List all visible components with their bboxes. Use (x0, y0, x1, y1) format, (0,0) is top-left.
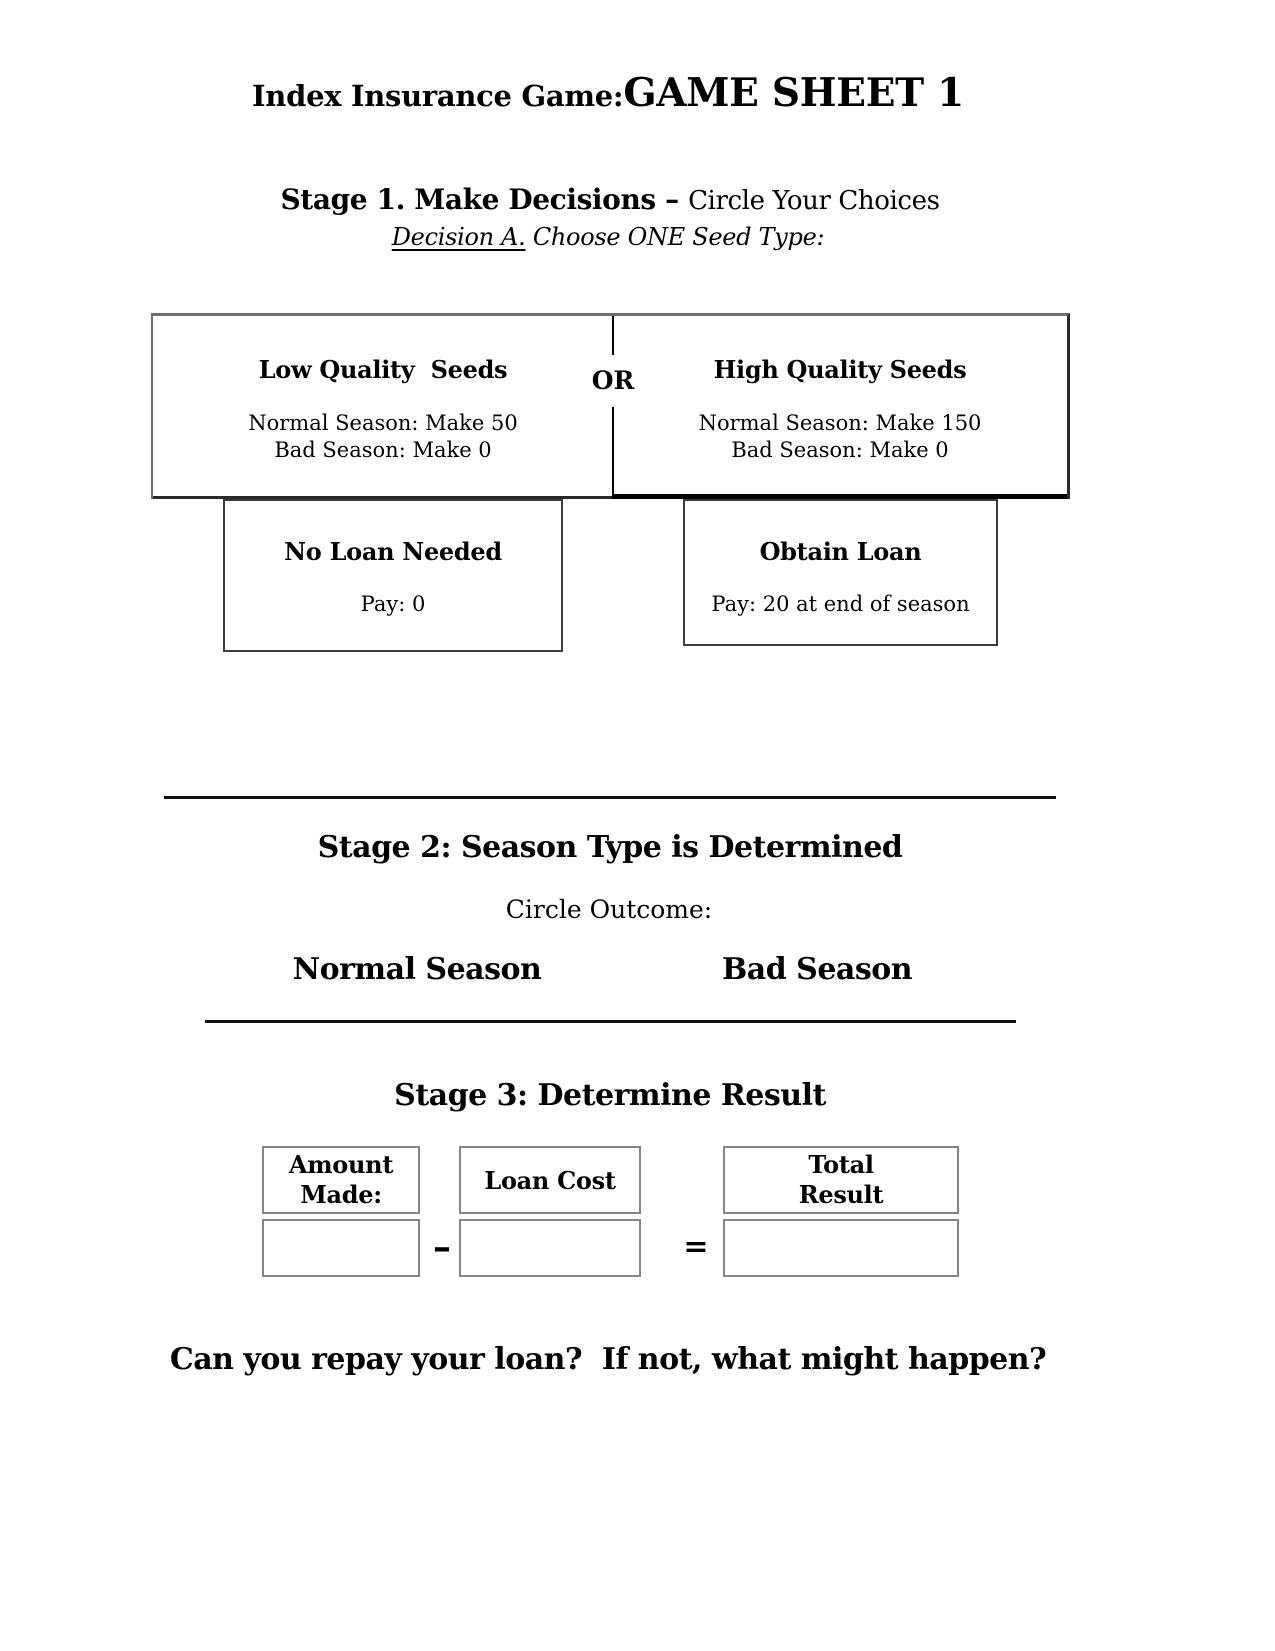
amount-made-label-line2: Made: (300, 1180, 382, 1209)
minus-sign: – (433, 1226, 451, 1268)
amount-made-label-line1: Amount (288, 1150, 394, 1179)
total-result-input-box[interactable] (723, 1219, 959, 1277)
obtain-loan-option[interactable]: Obtain Loan Pay: 20 at end of season (683, 499, 998, 646)
or-label: OR (591, 366, 635, 395)
loan-cost-label: Loan Cost (484, 1165, 616, 1195)
circle-outcome-label: Circle Outcome: (505, 895, 713, 924)
repay-question: Can you repay your loan? If not, what mi… (169, 1342, 1047, 1377)
stage2-heading: Stage 2: Season Type is Determined (317, 830, 903, 865)
decision-a-line: Decision A. Choose ONE Seed Type: (392, 221, 825, 253)
total-result-label-box: Total Result (723, 1146, 959, 1214)
loan-cost-label-box: Loan Cost (459, 1146, 641, 1214)
decision-a-label: Decision A. (391, 223, 526, 251)
page-title: Index Insurance Game: GAME SHEET 1 (252, 70, 964, 116)
section-divider-2 (205, 1020, 1016, 1023)
no-loan-option[interactable]: No Loan Needed Pay: 0 (223, 499, 563, 652)
obtain-loan-title: Obtain Loan (759, 537, 922, 566)
seed-option-high[interactable]: High Quality Seeds Normal Season: Make 1… (613, 316, 1067, 499)
loan-cost-input-box[interactable] (459, 1219, 641, 1277)
season-option-bad[interactable]: Bad Season (721, 952, 913, 987)
page-title-prefix: Index Insurance Game: (252, 79, 624, 113)
obtain-loan-detail: Pay: 20 at end of season (711, 592, 970, 616)
high-seeds-normal-season: Normal Season: Make 150 (698, 411, 982, 435)
stage3-heading: Stage 3: Determine Result (394, 1078, 826, 1113)
low-seeds-title: Low Quality Seeds (258, 355, 508, 384)
seed-option-low[interactable]: Low Quality Seeds Normal Season: Make 50… (153, 316, 613, 499)
no-loan-title: No Loan Needed (284, 537, 502, 566)
stage1-heading: Stage 1. Make Decisions – Circle Your Ch… (280, 182, 939, 222)
seed-divider-line-top (612, 316, 614, 355)
stage1-heading-bold: Stage 1. Make Decisions – (280, 183, 689, 216)
equals-sign: = (683, 1229, 709, 1265)
season-option-normal[interactable]: Normal Season (292, 952, 542, 987)
total-result-label-line2: Result (798, 1180, 884, 1209)
decision-a-rest: Choose ONE Seed Type: (525, 223, 825, 251)
total-result-label-line1: Total (808, 1150, 874, 1179)
amount-made-label-box: Amount Made: (262, 1146, 420, 1214)
no-loan-detail: Pay: 0 (360, 592, 426, 616)
page-title-main: GAME SHEET 1 (623, 70, 964, 116)
seed-divider-line-bottom (612, 407, 614, 499)
section-divider-1 (164, 796, 1056, 799)
seed-choice-box: Low Quality Seeds Normal Season: Make 50… (151, 313, 1070, 499)
stage1-heading-regular: Circle Your Choices (688, 186, 940, 216)
high-seeds-bad-season: Bad Season: Make 0 (731, 438, 949, 462)
low-seeds-bad-season: Bad Season: Make 0 (274, 438, 492, 462)
low-seeds-normal-season: Normal Season: Make 50 (248, 411, 518, 435)
high-seeds-title: High Quality Seeds (713, 355, 967, 384)
amount-made-input-box[interactable] (262, 1219, 420, 1277)
